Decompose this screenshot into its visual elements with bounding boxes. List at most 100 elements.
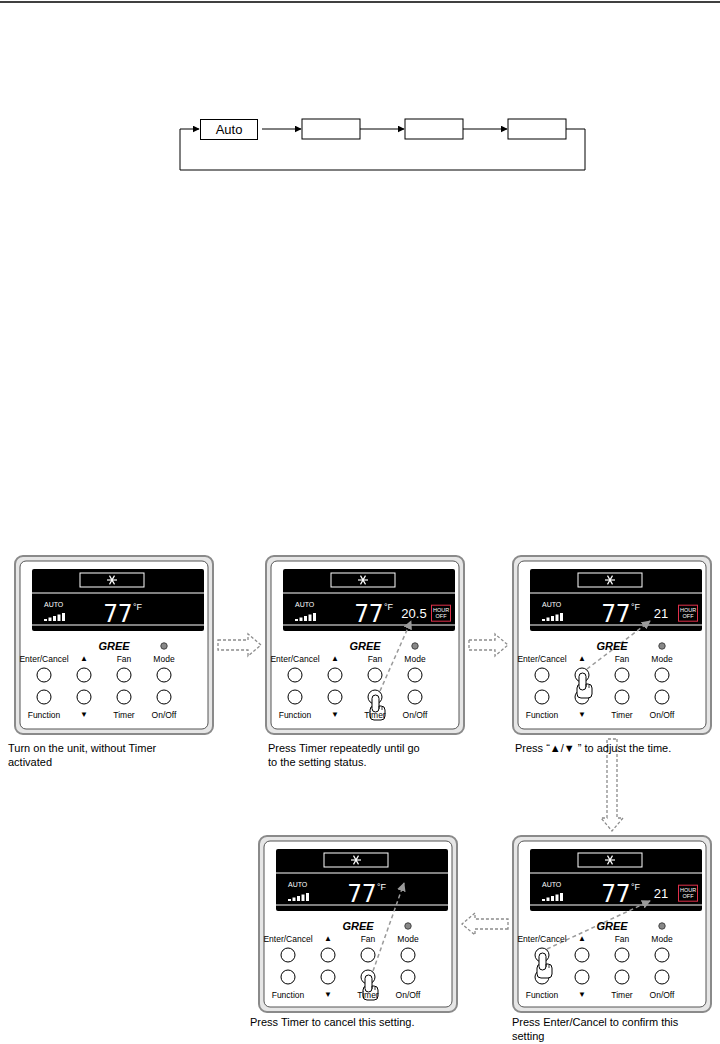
temperature-unit: °F — [377, 883, 386, 892]
button-label: Fan — [361, 935, 376, 944]
indicator-lamp — [659, 923, 665, 929]
timer-readout: 21 — [654, 887, 668, 900]
fan-level-bar — [297, 896, 300, 901]
fan-level-bar — [547, 618, 550, 622]
step-caption: Press Enter/Cancel to confirm this setti… — [512, 1016, 690, 1044]
button — [328, 690, 342, 704]
mode-indicator: AUTO — [44, 601, 63, 608]
button-label: On/Off — [650, 711, 675, 720]
fan-level-bar — [295, 619, 298, 621]
temperature-unit: °F — [631, 603, 640, 612]
button — [328, 668, 342, 682]
mode-box: Auto — [200, 119, 258, 140]
button-label: On/Off — [650, 991, 675, 1000]
button — [615, 970, 629, 984]
button-label: Timer — [113, 711, 134, 720]
button — [77, 668, 91, 682]
button-label: Timer — [357, 991, 378, 1000]
fan-level-bar — [44, 619, 47, 621]
fan-level-bar — [560, 613, 563, 621]
button-label: ▼ — [324, 991, 332, 999]
lcd-divider — [530, 593, 702, 594]
flow-arrow — [463, 129, 507, 130]
button-label: Fan — [117, 655, 132, 664]
button-label: Enter/Cancel — [517, 935, 566, 944]
fan-level-bar — [551, 896, 554, 901]
snowflake-icon — [361, 576, 366, 585]
step-arrow — [218, 634, 261, 656]
button-label: Fan — [615, 655, 630, 664]
step-arrow — [469, 634, 508, 656]
flow-arrow — [360, 129, 404, 130]
mode-indicator: AUTO — [542, 601, 561, 608]
snowflake-icon — [608, 856, 613, 865]
fan-level-bar — [306, 893, 309, 901]
snowflake-icon — [110, 576, 115, 585]
mode-name: Auto — [216, 122, 243, 137]
button — [615, 668, 629, 682]
lcd-divider — [283, 593, 455, 594]
controller-frame — [266, 556, 464, 734]
page-rule — [0, 1, 720, 3]
button-label: Enter/Cancel — [270, 655, 319, 664]
button-label: On/Off — [396, 991, 421, 1000]
controller-panel: AUTO77°FGREEEnter/Cancel▲FanModeFunction… — [265, 555, 465, 735]
fan-level-bar — [49, 618, 52, 622]
lcd-mode-frame — [331, 573, 395, 587]
lcd-divider — [276, 873, 448, 874]
lcd-mode-frame — [324, 853, 388, 867]
indicator-lamp — [405, 923, 411, 929]
pointer-line — [373, 883, 404, 971]
button-label: ▼ — [578, 991, 586, 999]
indicator-lamp — [412, 643, 418, 649]
lcd-mode-frame — [80, 573, 144, 587]
step-caption: Press Timer repeatedly until go to the s… — [268, 742, 426, 770]
button-label: ▲ — [578, 935, 586, 943]
button — [281, 970, 295, 984]
button-label: Mode — [397, 935, 418, 944]
fan-level-bar — [309, 615, 312, 622]
lcd-display — [530, 569, 702, 631]
fan-level-bar — [302, 895, 305, 902]
button — [575, 970, 589, 984]
hand-icon — [537, 953, 552, 978]
button-label: ▲ — [324, 935, 332, 943]
controller-face — [20, 561, 208, 729]
button-label: Mode — [651, 655, 672, 664]
controller-face — [271, 561, 459, 729]
snowflake-icon — [361, 576, 366, 585]
fan-level-bar — [300, 618, 303, 622]
fan-level-bar — [551, 616, 554, 621]
fan-level-bar — [556, 615, 559, 622]
controller-frame — [513, 556, 711, 734]
fan-level-bar — [542, 899, 545, 901]
snowflake-icon — [608, 576, 613, 585]
lcd-mode-frame — [578, 853, 642, 867]
button — [117, 668, 131, 682]
button — [321, 948, 335, 962]
button — [401, 970, 415, 984]
button-label: Timer — [364, 711, 385, 720]
brand-logo: GREE — [342, 921, 373, 932]
button — [157, 668, 171, 682]
button-label: Mode — [153, 655, 174, 664]
button — [655, 690, 669, 704]
fan-level-bar — [53, 616, 56, 621]
button — [288, 668, 302, 682]
button-label: Fan — [615, 935, 630, 944]
brand-logo: GREE — [98, 641, 129, 652]
temperature-unit: °F — [631, 883, 640, 892]
button — [655, 948, 669, 962]
controller-panel: AUTO77°FGREEEnter/Cancel▲FanModeFunction… — [512, 555, 712, 735]
hand-icon — [577, 673, 592, 698]
flow-arrow — [262, 129, 301, 130]
temperature-unit: °F — [384, 603, 393, 612]
fan-level-bar — [58, 615, 61, 622]
controller-face — [518, 561, 706, 729]
controller-panel: AUTO77°FGREEEnter/Cancel▲FanModeFunction… — [14, 555, 214, 735]
button — [368, 668, 382, 682]
button-label: Mode — [404, 655, 425, 664]
brand-logo: GREE — [596, 921, 627, 932]
button-label: Function — [28, 711, 61, 720]
fan-level-bar — [288, 899, 291, 901]
